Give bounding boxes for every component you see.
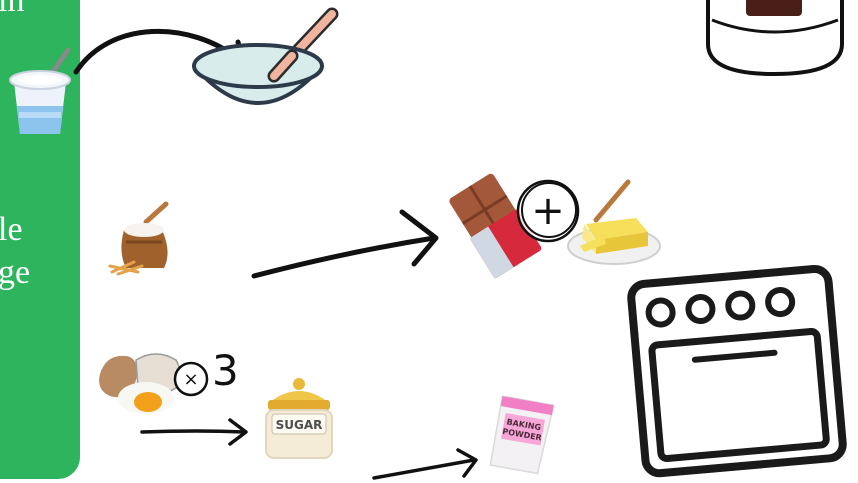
flour-sack-icon	[108, 200, 174, 276]
arrow-eggs-to-sugar	[138, 414, 254, 450]
yogurt-icon	[6, 48, 76, 140]
bowl-icon	[188, 8, 340, 134]
panel-text-low: ge	[0, 256, 30, 290]
arrow-to-baking-powder	[370, 446, 486, 482]
egg-count: 3	[212, 350, 239, 392]
oven-icon	[626, 262, 850, 480]
multiply-symbol: ×	[183, 369, 198, 390]
arrow-to-chocolate	[246, 206, 446, 286]
baking-powder-icon: BAKING POWDER	[482, 394, 560, 476]
multiply-circle-icon: ×	[172, 360, 210, 398]
sugar-label: SUGAR	[276, 418, 323, 432]
sugar-jar-icon: SUGAR	[260, 376, 338, 462]
cake-pan-icon	[700, 0, 852, 76]
plus-symbol: +	[531, 188, 565, 234]
panel-text-mid: le	[0, 213, 23, 247]
panel-text-top: in	[0, 0, 24, 18]
butter-icon	[566, 176, 662, 268]
